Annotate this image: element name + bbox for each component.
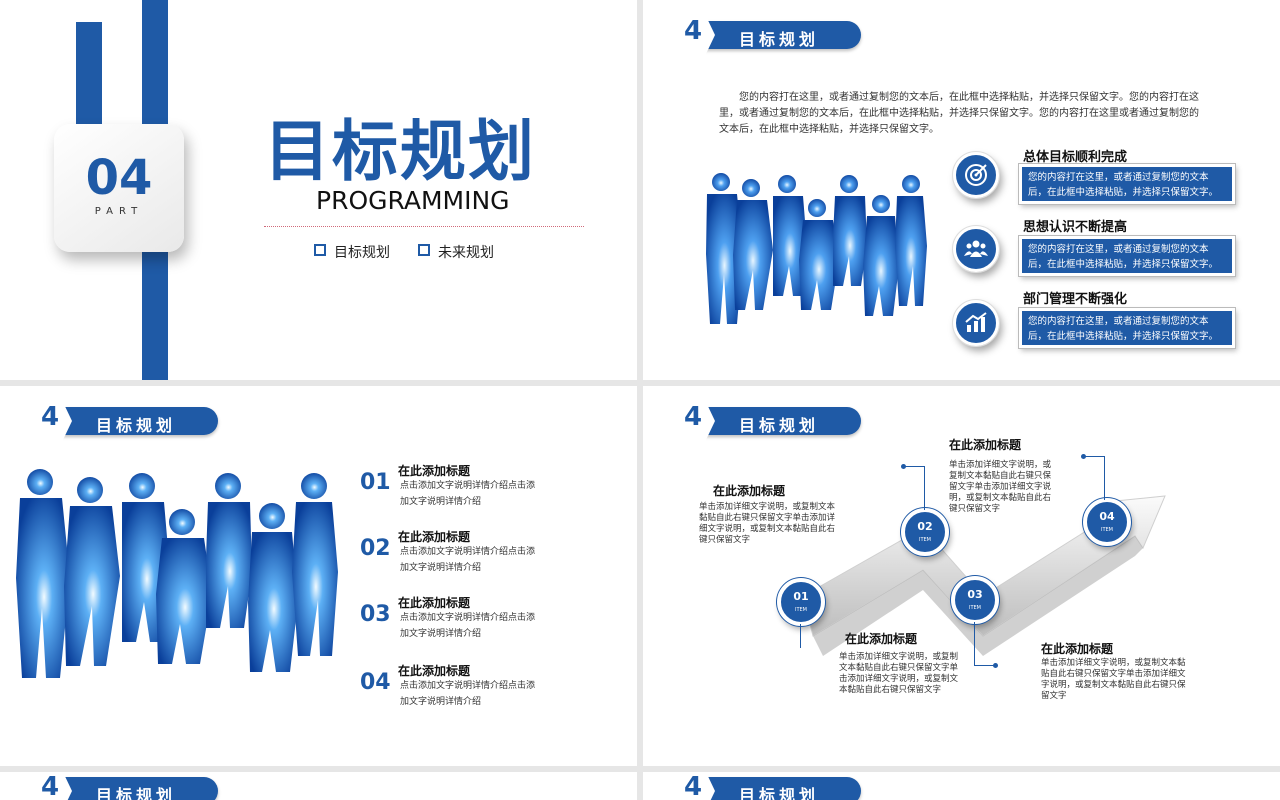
list-item-number: 02 xyxy=(360,536,391,561)
list-item-heading: 在此添加标题 xyxy=(398,464,471,478)
step-text: 单击添加详细文字说明，或复制文本黏贴自此右键只保留文字单击添加详细文字说明，或复… xyxy=(839,652,959,695)
section-number: 4 xyxy=(40,402,60,432)
target-icon xyxy=(952,151,1000,199)
section-header-bar xyxy=(697,21,861,49)
step-label: ITEM xyxy=(794,607,807,613)
step-circle: 04 ITEM xyxy=(1083,498,1131,546)
step-circle: 02 ITEM xyxy=(901,508,949,556)
section-title: 目标规划 xyxy=(264,113,536,190)
slide-cover-part-04[interactable]: 04 PART 目标规划 PROGRAMMING 目标规划 未来规划 xyxy=(0,0,637,380)
section-number: 4 xyxy=(683,772,703,800)
square-bullet-icon xyxy=(418,244,430,256)
section-number: 4 xyxy=(683,402,703,432)
team-silhouette-image xyxy=(16,469,338,678)
connector-line xyxy=(1083,456,1105,457)
connector-dot xyxy=(993,663,998,668)
connector-line xyxy=(974,622,975,666)
connector-line xyxy=(924,466,925,510)
goal-text-box: 您的内容打在这里，或者通过复制您的文本后，在此框中选择粘贴，并选择只保留文字。 xyxy=(1018,163,1236,205)
list-item-heading: 在此添加标题 xyxy=(398,596,471,610)
step-number: 01 xyxy=(793,590,809,603)
slide-partial[interactable]: 4 目标规划 xyxy=(0,772,637,800)
step-heading: 在此添加标题 xyxy=(949,438,1022,452)
agenda-item-label: 目标规划 xyxy=(334,245,390,261)
divider xyxy=(264,226,584,227)
list-item-text: 点击添加文字说明详情介绍点击添加文字说明详情介绍 xyxy=(400,547,536,573)
slide-partial[interactable]: 4 目标规划 xyxy=(643,772,1280,800)
goal-text-box: 您的内容打在这里，或者通过复制您的文本后，在此框中选择粘贴，并选择只保留文字。 xyxy=(1018,307,1236,349)
step-text: 单击添加详细文字说明，或复制文本黏贴自此右键只保留文字单击添加详细文字说明，或复… xyxy=(699,502,836,545)
growth-chart-icon xyxy=(952,299,1000,347)
agenda-item: 目标规划 xyxy=(314,242,390,262)
step-circle: 03 ITEM xyxy=(951,576,999,624)
part-number: 04 xyxy=(85,150,153,206)
list-item-text: 点击添加文字说明详情介绍点击添加文字说明详情介绍 xyxy=(400,613,536,639)
section-header-title: 目标规划 xyxy=(739,30,820,49)
slide-goals[interactable]: 4 目标规划 您的内容打在这里，或者通过复制您的文本后，在此框中选择粘贴，并选择… xyxy=(643,0,1280,380)
goal-heading: 总体目标顺利完成 xyxy=(1023,150,1128,165)
goal-heading: 思想认识不断提高 xyxy=(1023,220,1128,235)
step-circle: 01 ITEM xyxy=(777,578,825,626)
list-item-heading: 在此添加标题 xyxy=(398,664,471,678)
hexagon-badge xyxy=(675,400,715,442)
accent-bar-top xyxy=(76,22,102,127)
step-label: ITEM xyxy=(968,605,981,611)
step-number: 02 xyxy=(917,520,933,533)
step-number: 04 xyxy=(1099,510,1115,523)
goal-text-box: 您的内容打在这里，或者通过复制您的文本后，在此框中选择粘贴，并选择只保留文字。 xyxy=(1018,235,1236,277)
square-bullet-icon xyxy=(314,244,326,256)
section-header-title: 目标规划 xyxy=(739,786,820,800)
section-subtitle: PROGRAMMING xyxy=(316,186,510,215)
section-number: 4 xyxy=(40,772,60,800)
section-header-title: 目标规划 xyxy=(739,416,820,435)
section-header: 4 目标规划 xyxy=(32,400,220,442)
step-heading: 在此添加标题 xyxy=(713,484,786,498)
step-number: 03 xyxy=(967,588,983,601)
connector-line xyxy=(1104,456,1105,500)
connector-line xyxy=(903,466,925,467)
slide-growth-steps[interactable]: 4 目标规划 01 ITEM 02 ITEM 03 ITEM 04 ITEM 在 xyxy=(643,386,1280,766)
part-number-card: 04 PART xyxy=(54,124,184,252)
section-header: 4 目标规划 xyxy=(32,772,220,800)
section-number: 4 xyxy=(683,16,703,46)
section-header: 4 目标规划 xyxy=(675,400,863,442)
section-header-title: 目标规划 xyxy=(96,416,177,435)
step-text: 单击添加详细文字说明，或复制文本黏贴自此右键只保留文字单击添加详细文字说明，或复… xyxy=(949,460,1052,514)
team-icon xyxy=(952,225,1000,273)
section-header-bar xyxy=(54,777,218,800)
part-label: PART xyxy=(94,206,144,217)
step-label: ITEM xyxy=(918,537,931,543)
step-heading: 在此添加标题 xyxy=(845,632,918,646)
step-heading: 在此添加标题 xyxy=(1041,642,1114,656)
section-header: 4 目标规划 xyxy=(675,14,863,56)
agenda-item-label: 未来规划 xyxy=(438,245,494,261)
intro-paragraph: 您的内容打在这里，或者通过复制您的文本后，在此框中选择粘贴，并选择只保留文字。您… xyxy=(719,92,1199,135)
list-item-text: 点击添加文字说明详情介绍点击添加文字说明详情介绍 xyxy=(400,481,536,507)
section-header-bar xyxy=(697,777,861,800)
step-text: 单击添加详细文字说明，或复制文本黏贴自此右键只保留文字单击添加详细文字说明，或复… xyxy=(1041,658,1186,701)
connector-line xyxy=(974,665,996,666)
section-header-bar xyxy=(697,407,861,435)
list-item-text: 点击添加文字说明详情介绍点击添加文字说明详情介绍 xyxy=(400,681,536,707)
goal-heading: 部门管理不断强化 xyxy=(1023,292,1128,307)
section-header: 4 目标规划 xyxy=(675,772,863,800)
hexagon-badge xyxy=(675,14,715,56)
team-silhouette-image xyxy=(706,173,927,324)
agenda-item: 未来规划 xyxy=(418,242,494,262)
slide-team-list[interactable]: 4 目标规划 01 在此添加标题 点击添加文字说明详情介绍点击添加文字说明详情介… xyxy=(0,386,637,766)
section-header-title: 目标规划 xyxy=(96,786,177,800)
list-item-number: 01 xyxy=(360,470,391,495)
section-header-bar xyxy=(54,407,218,435)
list-item-number: 03 xyxy=(360,602,391,627)
list-item-number: 04 xyxy=(360,670,391,695)
connector-line xyxy=(800,624,801,648)
step-label: ITEM xyxy=(1100,527,1113,533)
list-item-heading: 在此添加标题 xyxy=(398,530,471,544)
